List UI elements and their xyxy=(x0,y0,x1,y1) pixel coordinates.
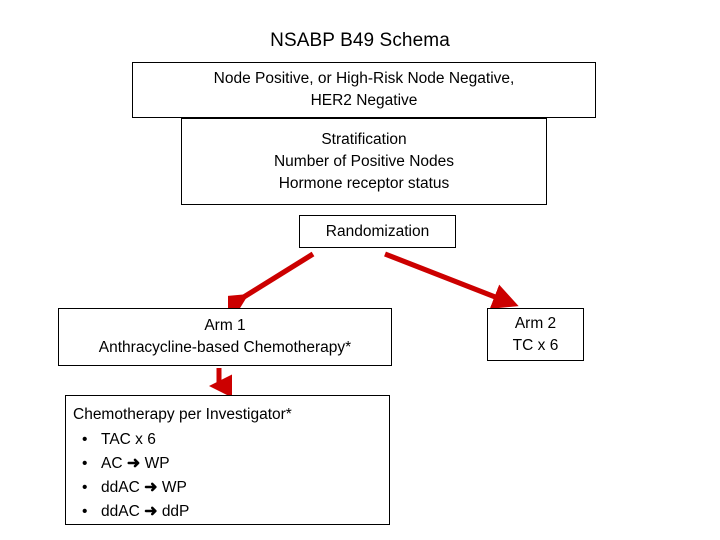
chemo-detail-box: Chemotherapy per Investigator* • TAC x 6… xyxy=(65,395,390,525)
right-arrow-icon: ➜ xyxy=(144,503,158,520)
list-item-pre: ddAC xyxy=(101,479,140,496)
arm1-to-chemo-detail-arrow xyxy=(209,368,232,397)
right-arrow-icon: ➜ xyxy=(144,479,158,496)
list-item-post: WP xyxy=(144,455,170,472)
list-item-pre: TAC x 6 xyxy=(101,431,156,448)
arm2-box: Arm 2 TC x 6 xyxy=(487,308,584,361)
list-item: • ddAC ➜ ddP xyxy=(79,500,389,524)
randomization-box: Randomization xyxy=(299,215,456,248)
bullet-icon: • xyxy=(82,503,88,520)
list-item: • AC ➜ WP xyxy=(79,452,389,476)
stratification-line-1: Stratification xyxy=(321,130,407,148)
list-item-post: WP xyxy=(161,479,187,496)
arm1-line-2: Anthracycline-based Chemotherapy* xyxy=(98,339,352,356)
right-arrow-icon: ➜ xyxy=(126,455,141,472)
bullet-icon: • xyxy=(82,479,88,496)
stratification-box: Stratification Number of Positive Nodes … xyxy=(181,118,547,205)
arm1-line-1: Arm 1 xyxy=(204,317,246,334)
arm1-box: Arm 1 Anthracycline-based Chemotherapy* xyxy=(58,308,392,366)
arm2-line-1: Arm 2 xyxy=(514,314,557,332)
stratification-line-2: Number of Positive Nodes xyxy=(273,152,455,170)
list-item-post: ddP xyxy=(161,503,190,520)
randomization-label: Randomization xyxy=(325,222,430,240)
chemo-detail-list: • TAC x 6 • AC ➜ WP • ddAC ➜ WP • ddAC ➜ xyxy=(73,428,389,524)
eligibility-box: Node Positive, or High-Risk Node Negativ… xyxy=(132,62,596,118)
randomization-to-arm2-arrow xyxy=(384,251,519,309)
randomization-to-arm1-arrow xyxy=(228,251,315,308)
list-item-pre: AC xyxy=(101,455,123,472)
list-item-pre: ddAC xyxy=(101,503,140,520)
arm2-line-2: TC x 6 xyxy=(512,336,559,354)
list-item: • ddAC ➜ WP xyxy=(79,476,389,500)
eligibility-line-2: HER2 Negative xyxy=(310,92,418,109)
eligibility-line-1: Node Positive, or High-Risk Node Negativ… xyxy=(213,70,515,87)
chemo-detail-heading: Chemotherapy per Investigator* xyxy=(73,406,292,423)
bullet-icon: • xyxy=(82,455,88,472)
bullet-icon: • xyxy=(82,431,88,448)
page-title: NSABP B49 Schema xyxy=(270,30,450,51)
list-item: • TAC x 6 xyxy=(79,428,389,452)
stratification-line-3: Hormone receptor status xyxy=(278,174,450,192)
